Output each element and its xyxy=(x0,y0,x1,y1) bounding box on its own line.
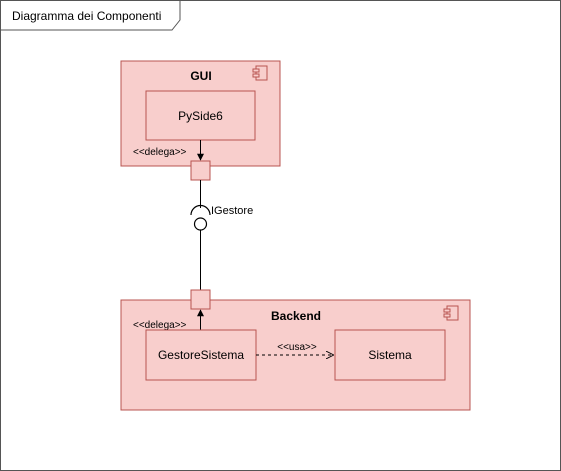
required-interface-socket xyxy=(190,204,211,216)
gestore-sistema-part[interactable] xyxy=(145,329,257,381)
backend-component-title: Backend xyxy=(271,309,321,323)
sistema-label: Sistema xyxy=(368,348,412,362)
gui-delega-label: <<delega>> xyxy=(133,147,187,158)
component-icon xyxy=(252,65,268,81)
gestore-sistema-label: GestoreSistema xyxy=(158,348,244,362)
interface-label: IGestore xyxy=(211,205,253,217)
frame-title-tab xyxy=(0,0,181,31)
pyside6-label: PySide6 xyxy=(178,109,223,123)
gui-port[interactable] xyxy=(190,160,211,181)
frame-title: Diagramma dei Componenti xyxy=(12,9,161,23)
component-icon xyxy=(443,305,459,321)
usa-label: <<usa>> xyxy=(277,342,317,353)
sistema-part[interactable] xyxy=(334,329,446,381)
backend-delega-label: <<delega>> xyxy=(133,320,187,331)
pyside6-component[interactable] xyxy=(145,90,256,141)
provided-interface-ball xyxy=(193,217,208,231)
gui-component-title: GUI xyxy=(190,69,211,83)
backend-port[interactable] xyxy=(190,289,211,310)
